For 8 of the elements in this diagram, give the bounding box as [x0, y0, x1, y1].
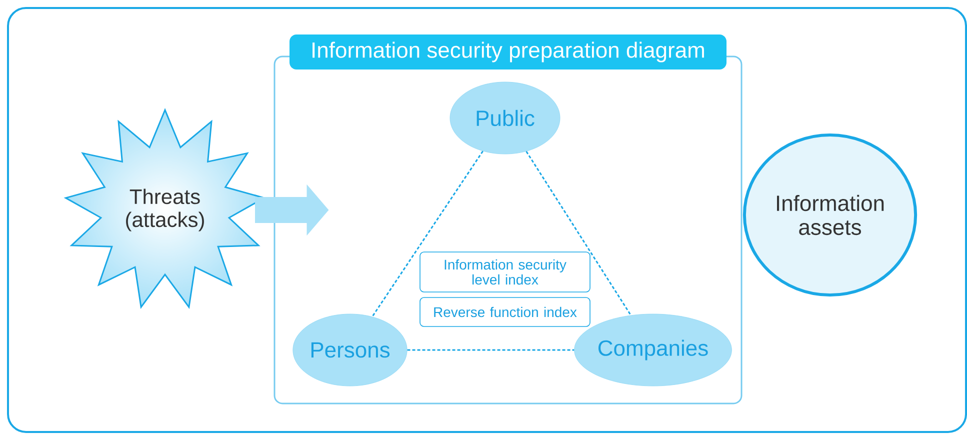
index-box: Information security level index	[420, 252, 590, 292]
ellipse-node: Public	[450, 82, 560, 154]
dashed-line	[526, 150, 632, 316]
dashed-line	[407, 349, 574, 351]
ellipse-node: Persons	[292, 314, 408, 386]
index-box: Reverse function index	[420, 297, 590, 327]
title-tab: Information security preparation diagram	[290, 34, 726, 70]
dashed-line	[372, 150, 484, 318]
